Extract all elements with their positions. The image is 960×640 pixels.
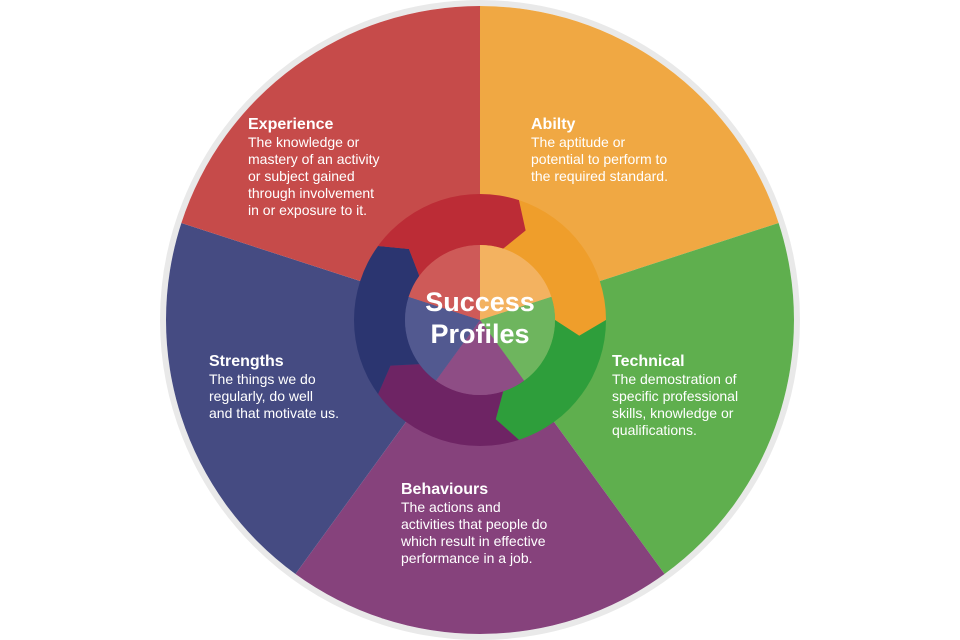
inner-segment-technical <box>480 296 556 381</box>
segment-title: Technical <box>612 353 685 370</box>
center-title-line2: Profiles <box>430 319 530 349</box>
inner-segment-behaviours <box>435 320 525 396</box>
segment-description: The demostration of specific professiona… <box>612 371 739 438</box>
ring-arrow-experience <box>378 194 526 276</box>
inner-segment-experience <box>408 245 480 320</box>
inner-segment-strengths <box>404 296 480 381</box>
ring-arrow-strengths <box>353 245 420 395</box>
wheel-outer-border <box>160 0 800 640</box>
segment-title: Experience <box>248 116 334 133</box>
inner-hub <box>404 245 556 396</box>
segment-description: The things we do regularly, do well and … <box>209 371 339 421</box>
segment-behaviours: Behaviours The actions and activities th… <box>401 481 547 567</box>
center-title-line1: Success <box>425 287 535 317</box>
inner-segment-ability <box>480 245 552 320</box>
segment-experience: Experience The knowledge or mastery of a… <box>248 116 380 219</box>
segment-title: Behaviours <box>401 481 489 498</box>
segment-description: The aptitude or potential to perform to … <box>531 134 668 184</box>
segment-technical: Technical The demostration of specific p… <box>612 353 738 439</box>
segment-title: Abilty <box>531 116 576 133</box>
center-title: Success Profiles <box>380 286 580 350</box>
ring-arrow-technical <box>495 320 606 440</box>
outer-segment-behaviours <box>295 320 665 634</box>
segment-strengths: Strengths The things we do regularly, do… <box>209 353 339 422</box>
ring-arrow-ability <box>503 200 606 336</box>
segment-ability: Abilty The aptitude or potential to perf… <box>531 116 668 185</box>
segment-description: The actions and activities that people d… <box>401 499 548 566</box>
segment-description: The knowledge or mastery of an activity … <box>248 134 380 218</box>
ring-arrow-behaviours <box>378 364 519 446</box>
segment-title: Strengths <box>209 353 284 370</box>
arrow-ring <box>353 194 606 446</box>
